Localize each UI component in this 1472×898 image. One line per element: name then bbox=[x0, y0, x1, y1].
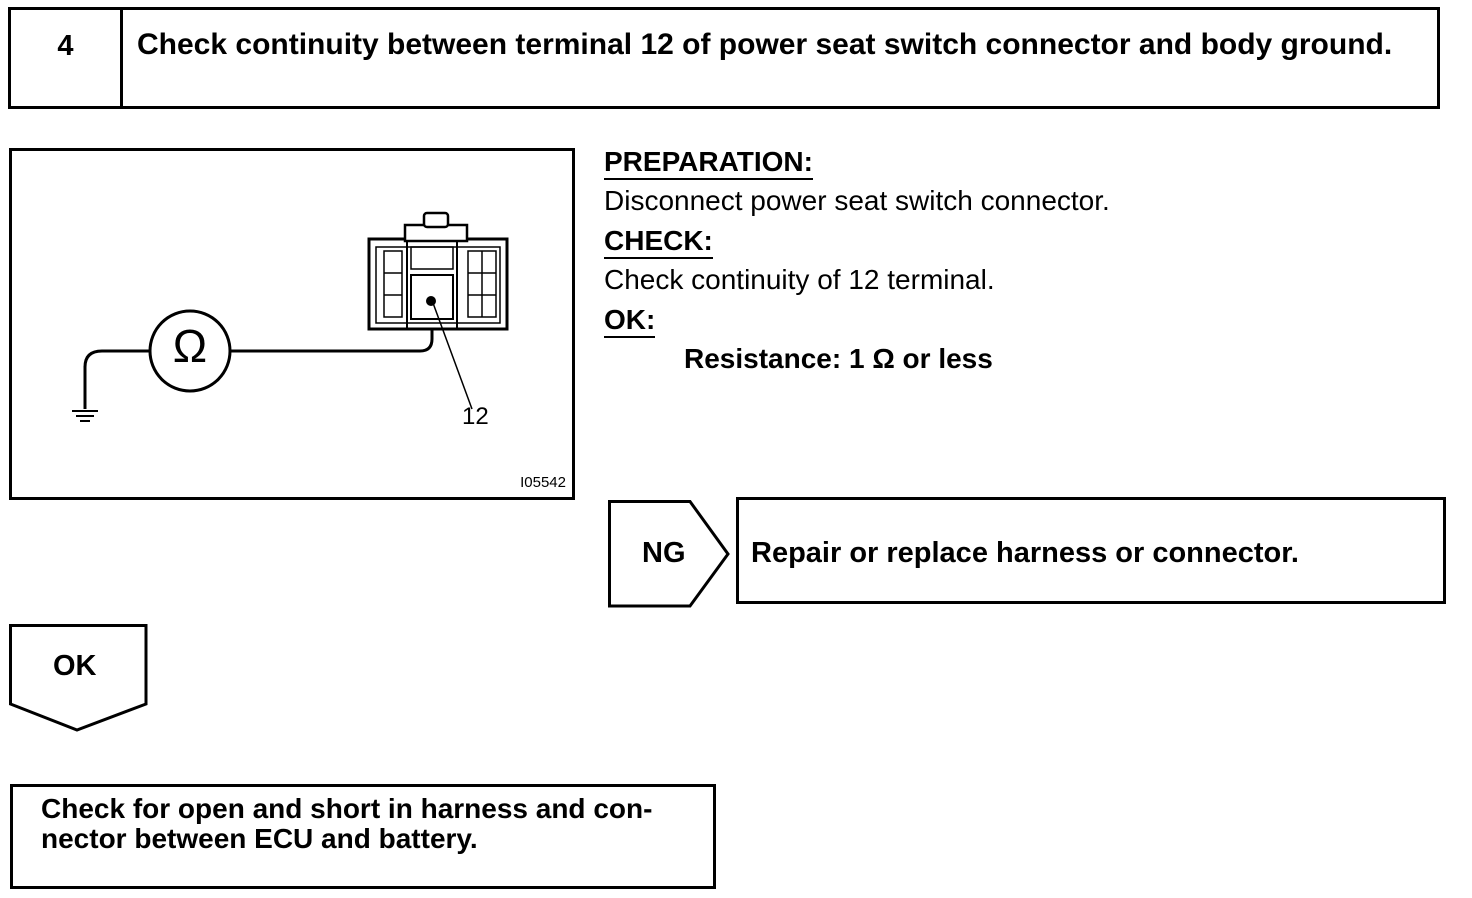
next-step-box: Check for open and short in harness and … bbox=[10, 784, 716, 889]
step-header: 4 Check continuity between terminal 12 o… bbox=[8, 7, 1440, 109]
terminal-label: 12 bbox=[462, 403, 489, 430]
next-step-text: Check for open and short in harness and … bbox=[41, 793, 653, 854]
step-title: Check continuity between terminal 12 of … bbox=[137, 28, 1393, 61]
figure-id: I05542 bbox=[520, 474, 566, 491]
diagram-drawing bbox=[72, 211, 509, 422]
ng-action-text: Repair or replace harness or connector. bbox=[751, 537, 1299, 569]
preparation-text: Disconnect power seat switch connector. bbox=[604, 185, 1110, 216]
ground-icon bbox=[72, 366, 98, 422]
check-heading: CHECK: bbox=[604, 225, 713, 259]
ok-label: OK bbox=[53, 650, 97, 682]
step-number: 4 bbox=[11, 10, 123, 106]
wiring-diagram: Ω 12 I05542 bbox=[9, 148, 575, 500]
check-text: Check continuity of 12 terminal. bbox=[604, 264, 995, 295]
ng-action-box: Repair or replace harness or connector. bbox=[736, 497, 1446, 604]
preparation-heading: PREPARATION: bbox=[604, 146, 813, 180]
ohm-symbol: Ω bbox=[172, 320, 208, 372]
ok-tag bbox=[9, 624, 148, 732]
ng-label: NG bbox=[642, 537, 686, 569]
ok-heading: OK: bbox=[604, 304, 656, 338]
ng-tag bbox=[608, 500, 730, 608]
resistance-spec: Resistance: 1 Ω or less bbox=[684, 343, 993, 374]
connector-icon bbox=[367, 211, 509, 331]
